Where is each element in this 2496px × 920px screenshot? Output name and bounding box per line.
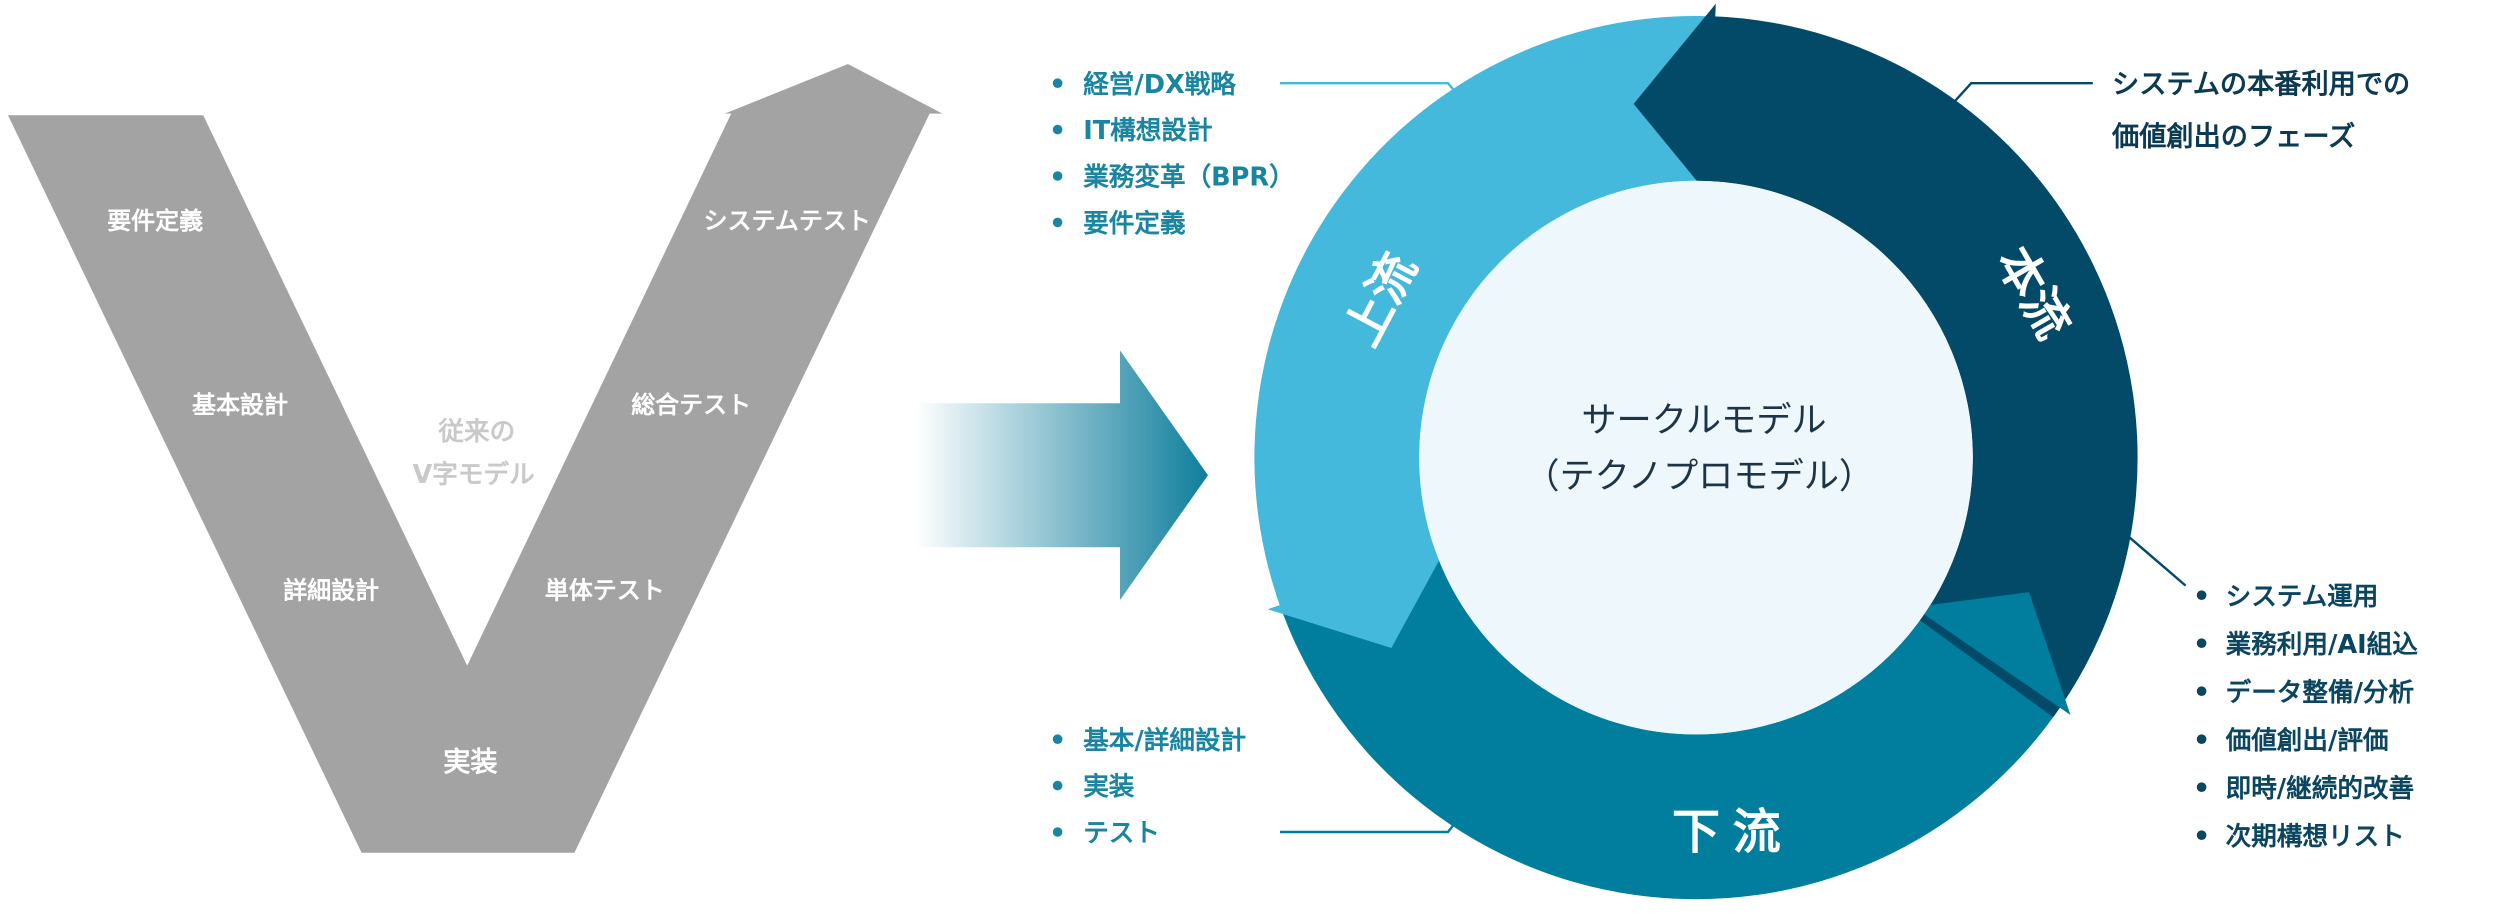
downstream-label: 下流 (1672, 804, 1794, 860)
note-line-1: システムの本番利用での (2112, 69, 2410, 100)
upstream-item: 要件定義 (1083, 208, 1186, 239)
bullet-icon (1052, 827, 1063, 837)
bullet-icon (1052, 78, 1063, 88)
bullet-icon (2196, 830, 2207, 840)
bullet-icon (1052, 171, 1063, 181)
center-circle (1419, 180, 1973, 735)
mainstream-list: システム運用業務利用/AI組込データ整備/分析価値創出/評価即時/継続的改善次期… (2071, 487, 2419, 852)
v-step-requirements: 要件定義 (107, 207, 203, 235)
v-step-basic-design: 基本設計 (192, 391, 288, 419)
downstream-item: 実装 (1083, 772, 1135, 802)
mainstream-item: 次期構想リスト (2226, 822, 2405, 852)
v-step-detail-design: 詳細設計 (283, 576, 379, 604)
upstream-segment (1254, 16, 1727, 609)
bullet-icon (2196, 782, 2207, 792)
bullet-icon (2196, 638, 2207, 648)
downstream-segment (1276, 543, 2063, 900)
v-step-implementation: 実装 (443, 746, 498, 778)
v-model-title-2: V字モデル (413, 459, 535, 490)
downstream-connector (1280, 759, 1505, 834)
v-shape (8, 64, 943, 853)
bullet-icon (2196, 686, 2207, 696)
bullet-icon (1052, 124, 1063, 135)
circle-model: サークルモデル （テクノプロモデル） 上流 本流 下流 (1254, 3, 2138, 900)
v-model-title-1: 従来の (437, 417, 515, 447)
center-title: サークルモデル (1581, 400, 1826, 441)
bullet-icon (1052, 780, 1063, 791)
mainstream-item: 即時/継続的改善 (2226, 773, 2415, 804)
downstream-arrowhead-icon (1913, 592, 2071, 715)
transition-arrow-icon (915, 350, 1208, 600)
upstream-arrowhead-icon (1267, 545, 1448, 648)
mainstream-item: データ整備/分析 (2226, 677, 2415, 708)
center-subtitle: （テクノプロモデル） (1524, 456, 1874, 497)
mainstream-arrowhead-icon (1633, 3, 1716, 194)
mainstream-item: 業務利用/AI組込 (2226, 629, 2419, 660)
upstream-item: 業務変革（BPR） (1083, 162, 1295, 193)
bullet-icon (2196, 590, 2207, 600)
bullet-icon (2196, 734, 2207, 744)
upstream-item: 経営/DX戦略 (1083, 69, 1237, 100)
mainstream-item: 価値創出/評価 (2225, 725, 2389, 756)
upstream-item: IT構想設計 (1083, 115, 1212, 146)
v-step-unit-test: 単体テスト (545, 576, 665, 604)
note-line-2: 価値創出のフェーズ (2111, 121, 2355, 153)
downstream-list: 基本/詳細設計 実装 テスト (1052, 725, 1505, 849)
note-connector (1906, 82, 2093, 155)
downstream-item: テスト (1083, 819, 1160, 849)
bullet-icon (1052, 734, 1063, 744)
mainstream-connector (2071, 487, 2187, 587)
v-step-system-test: システムテスト (704, 207, 871, 235)
note-arrowhead-icon (1899, 140, 1917, 162)
bullet-icon (1052, 217, 1063, 228)
v-step-integration-test: 総合テスト (631, 391, 751, 419)
upstream-list: 経営/DX戦略 IT構想設計 業務変革（BPR） 要件定義 (1052, 69, 1510, 239)
mainstream-segment (1705, 16, 2138, 718)
mainstream-item: システム運用 (2226, 582, 2379, 612)
downstream-item: 基本/詳細設計 (1083, 725, 1246, 756)
v-model: 要件定義 基本設計 詳細設計 実装 システムテスト 総合テスト 単体テスト 従来… (8, 64, 943, 853)
upstream-connector (1280, 82, 1510, 156)
mainstream-note: システムの本番利用での 価値創出のフェーズ (1899, 69, 2410, 162)
ring (1254, 3, 2138, 900)
